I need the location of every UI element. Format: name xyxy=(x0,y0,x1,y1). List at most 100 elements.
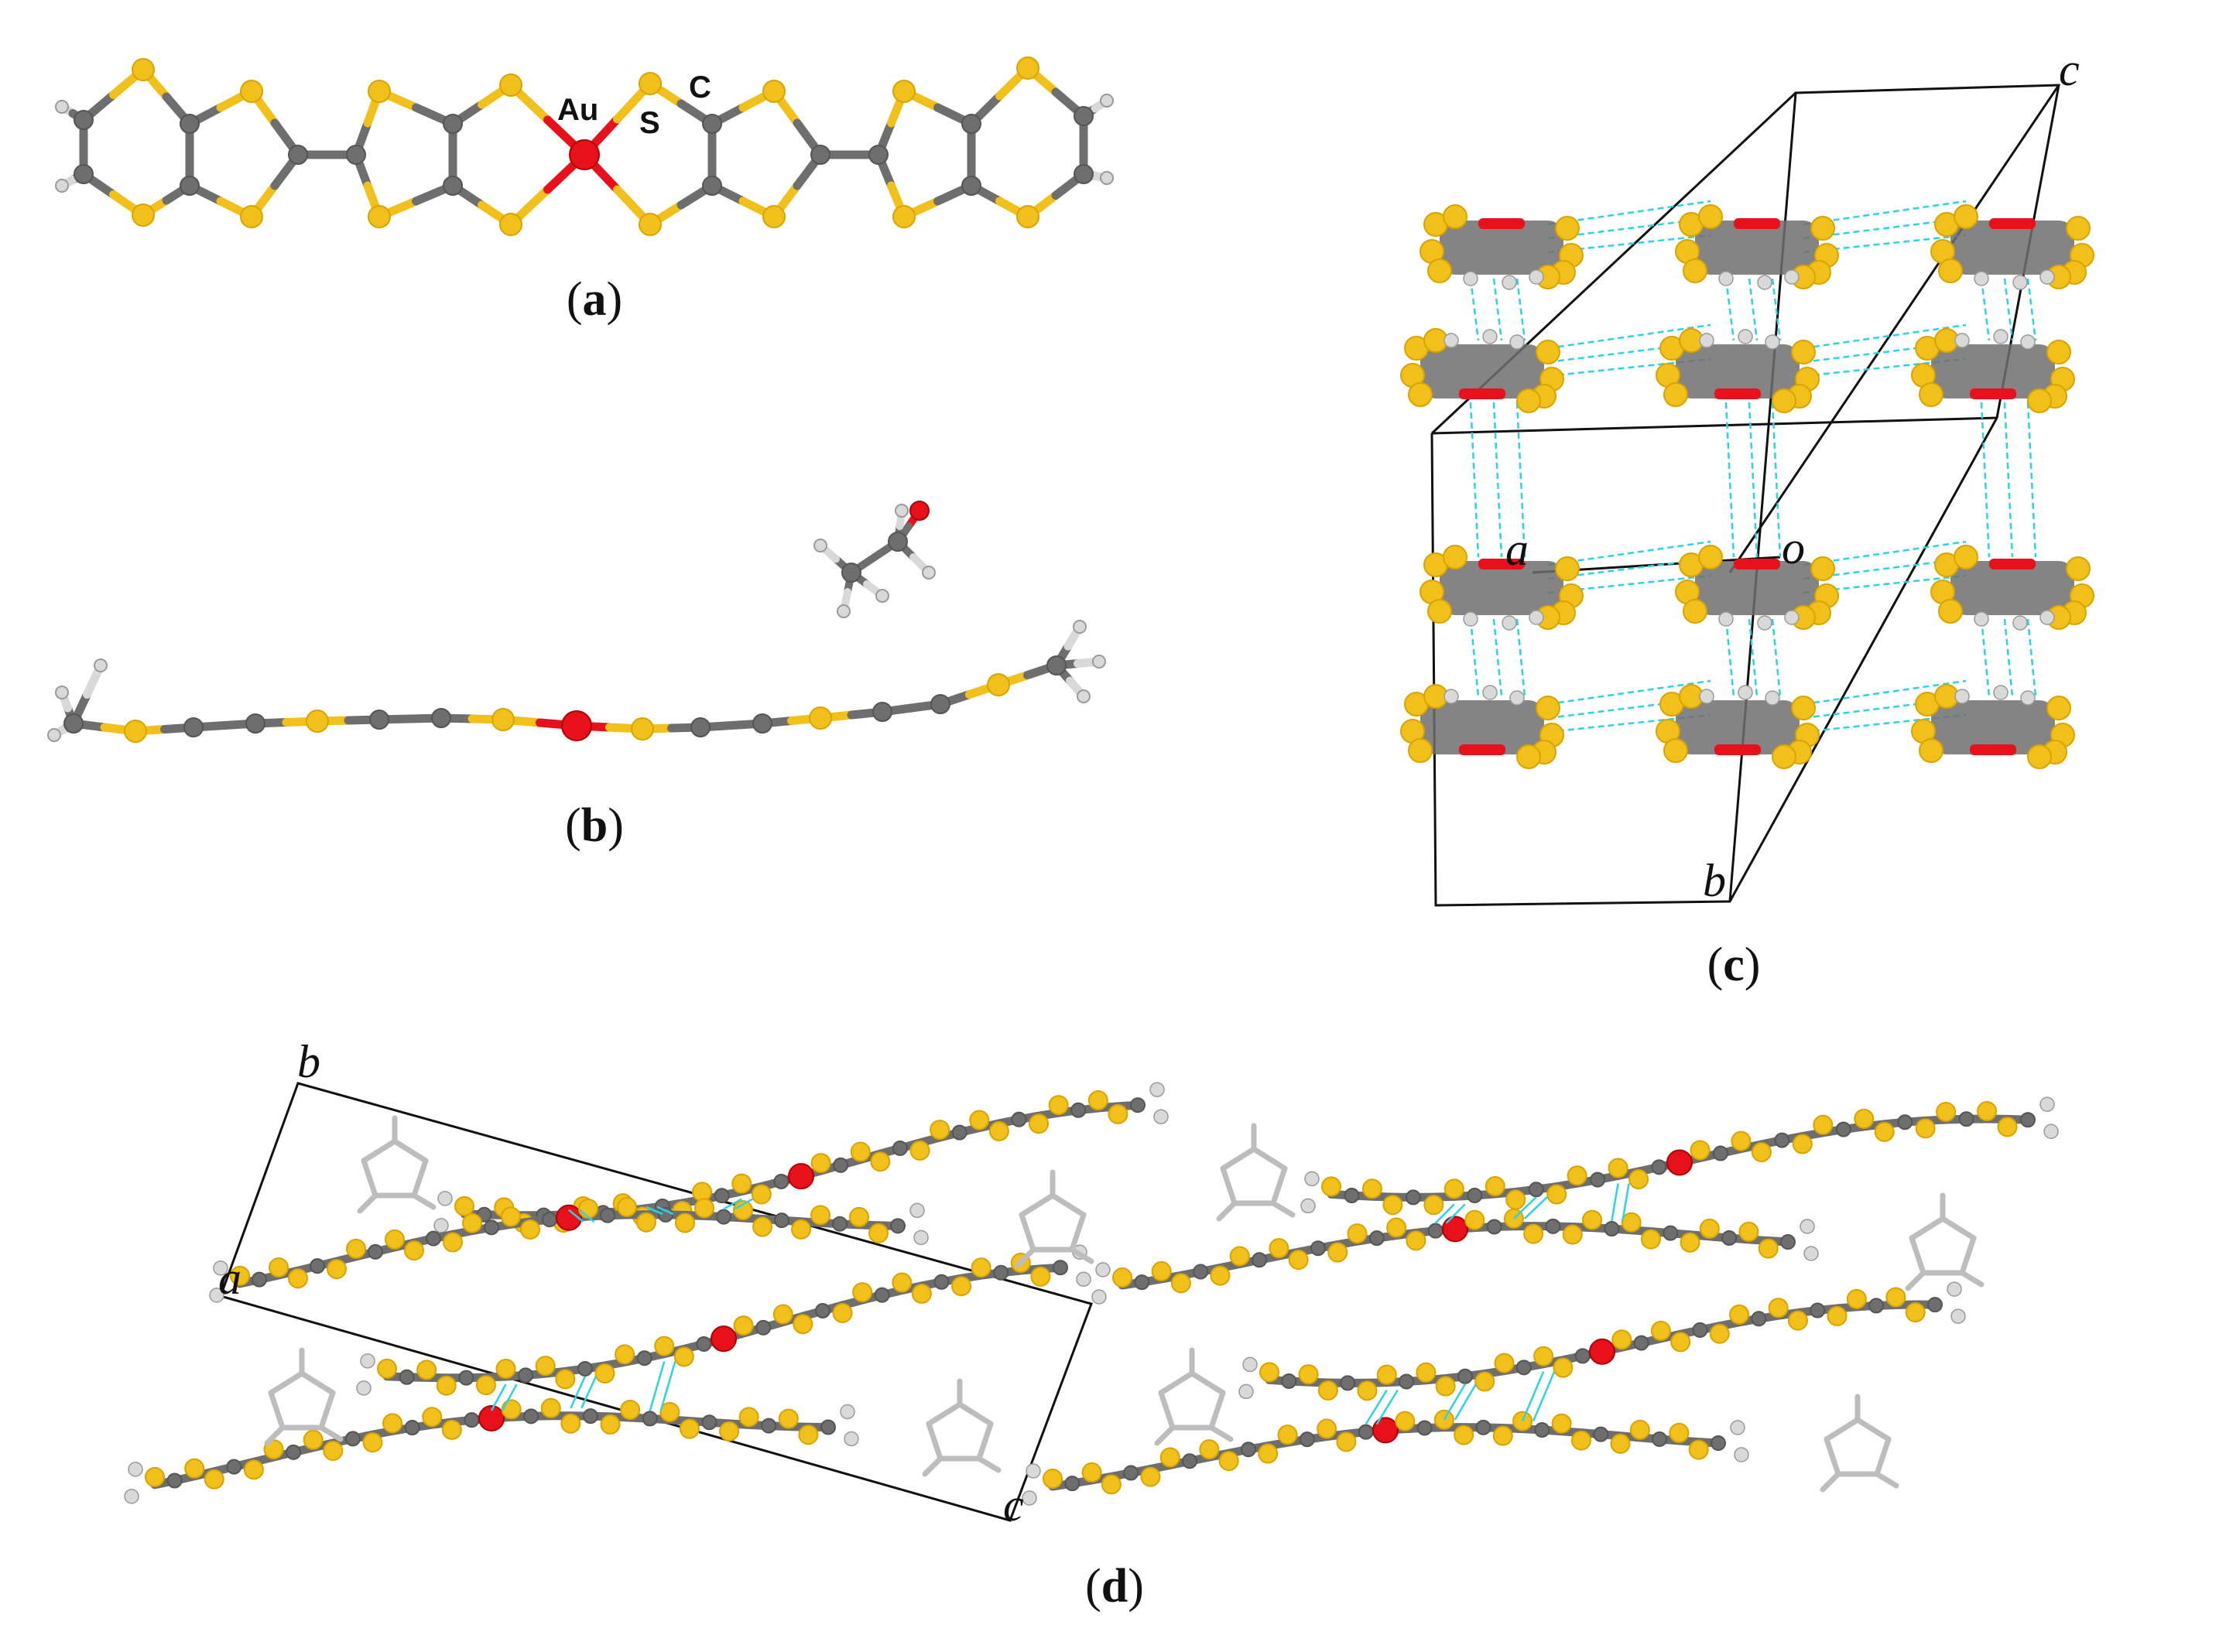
carbon-atom xyxy=(464,1412,480,1428)
carbon-atom xyxy=(1927,1297,1943,1313)
hydrogen-atom xyxy=(55,100,69,114)
solvent-bond xyxy=(411,1158,429,1199)
short-contact-line xyxy=(646,1206,663,1216)
carbon-atom xyxy=(1868,1298,1885,1314)
short-contact-line xyxy=(1724,402,1735,558)
hydrogen-atom xyxy=(1482,329,1498,344)
caption-a: (a) xyxy=(567,272,622,327)
sulfur-atom xyxy=(1680,1232,1700,1253)
solvent-bond xyxy=(1220,1146,1257,1171)
carbon-atom xyxy=(1545,1218,1561,1234)
carbon-atom xyxy=(1064,1476,1080,1492)
hydrogen-atom xyxy=(55,179,69,193)
sulfur-atom xyxy=(1423,1195,1444,1216)
sulfur-atom xyxy=(731,1173,752,1194)
sulfur-atom xyxy=(323,1440,344,1461)
carbon-atom xyxy=(810,145,830,165)
sulfur-atom xyxy=(631,717,654,740)
hydrogen-atom xyxy=(1463,611,1478,627)
molecule-stack-core xyxy=(1676,344,1800,398)
sulfur-atom xyxy=(1516,744,1541,769)
sulfur-atom xyxy=(1516,388,1541,413)
sulfur-atom xyxy=(1628,1169,1649,1190)
short-contact-line xyxy=(1521,1371,1545,1422)
solvent-bond xyxy=(1909,1235,1926,1276)
carbon-atom xyxy=(642,1411,658,1427)
carbon-atom xyxy=(833,1157,849,1173)
sulfur-atom xyxy=(594,1363,615,1384)
sulfur-atom xyxy=(436,1375,457,1396)
solvent-bond xyxy=(926,1421,943,1462)
short-contact-line xyxy=(659,1361,676,1411)
hydrogen-atom xyxy=(1238,1384,1254,1400)
sulfur-atom xyxy=(368,80,391,103)
sulfur-atom xyxy=(1758,1238,1779,1259)
sulfur-atom xyxy=(969,1110,990,1130)
sulfur-atom xyxy=(1915,1118,1936,1139)
sulfur-atom xyxy=(2046,696,2071,720)
short-contact-line xyxy=(1454,1384,1478,1421)
sulfur-atom xyxy=(2027,744,2052,769)
sulfur-atom xyxy=(620,1400,641,1421)
solvent-bond xyxy=(1208,1425,1234,1442)
sulfur-atom xyxy=(243,1459,264,1480)
sulfur-atom xyxy=(951,1276,972,1297)
gold-atom-row xyxy=(1970,388,2016,399)
sulfur-atom xyxy=(1663,738,1688,763)
sulfur-atom xyxy=(1030,1266,1051,1287)
carbon-atom xyxy=(600,1207,615,1223)
hydrogen-atom xyxy=(1757,615,1772,631)
short-contact-line xyxy=(1803,200,1967,226)
solvent-bond xyxy=(1909,1216,1946,1241)
hydrogen-atom xyxy=(1509,690,1525,706)
sulfur-atom xyxy=(1919,382,1943,407)
carbon-atom xyxy=(1486,1219,1502,1235)
carbon-atom xyxy=(1958,1111,1974,1127)
sulfur-atom xyxy=(762,205,786,228)
solvent-bond xyxy=(1050,1192,1087,1218)
carbon-atom xyxy=(426,1230,441,1247)
hydrogen-atom xyxy=(922,566,936,580)
sulfur-atom xyxy=(377,1358,397,1379)
carbon-atom xyxy=(773,1173,789,1189)
gold-atom-row xyxy=(1459,388,1505,399)
carbon-atom xyxy=(1467,1188,1483,1204)
short-contact-line xyxy=(1532,1371,1556,1422)
gold-atom xyxy=(788,1163,814,1190)
sulfur-atom xyxy=(1846,1288,1867,1309)
sulfur-atom xyxy=(1218,1451,1239,1472)
sulfur-atom xyxy=(1791,696,1816,720)
atom-label-c: C xyxy=(689,70,711,104)
carbon-atom xyxy=(458,1370,474,1386)
hydrogen-atom xyxy=(1153,1109,1169,1124)
sulfur-atom xyxy=(1108,1103,1128,1124)
solvent-bond xyxy=(357,1192,378,1214)
caption-b-letter: b xyxy=(580,799,608,852)
sulfur-atom xyxy=(1101,1474,1122,1495)
hydrogen-atom xyxy=(1765,690,1780,706)
carbon-atom xyxy=(690,717,711,737)
sulfur-atom xyxy=(1406,1230,1426,1251)
carbon-atom xyxy=(399,1369,415,1385)
solvent-molecule xyxy=(1216,1123,1296,1222)
carbon-atom xyxy=(1774,1132,1790,1148)
sulfur-atom xyxy=(1738,1221,1759,1242)
hydrogen-atom xyxy=(47,728,61,742)
sulfur-atom xyxy=(1567,1165,1587,1186)
caption-d-letter: d xyxy=(1101,1560,1128,1613)
short-contact-line xyxy=(2003,278,2014,341)
short-contact-line xyxy=(1611,1183,1619,1222)
sulfur-atom xyxy=(1376,1364,1397,1385)
short-contact-line xyxy=(570,1376,587,1409)
sulfur-atom xyxy=(778,1408,799,1429)
sulfur-atom xyxy=(1813,1114,1834,1135)
short-contact-line xyxy=(1445,1203,1466,1224)
sulfur-atom xyxy=(1690,1140,1711,1161)
panel-a-molecule-top-view xyxy=(55,56,1114,236)
sulfur-atom xyxy=(1269,1238,1289,1259)
solvent-bond xyxy=(1251,1146,1288,1171)
sulfur-atom xyxy=(1523,1223,1544,1244)
unit-cell-edge xyxy=(1728,84,2060,573)
gold-atom xyxy=(1666,1149,1693,1176)
